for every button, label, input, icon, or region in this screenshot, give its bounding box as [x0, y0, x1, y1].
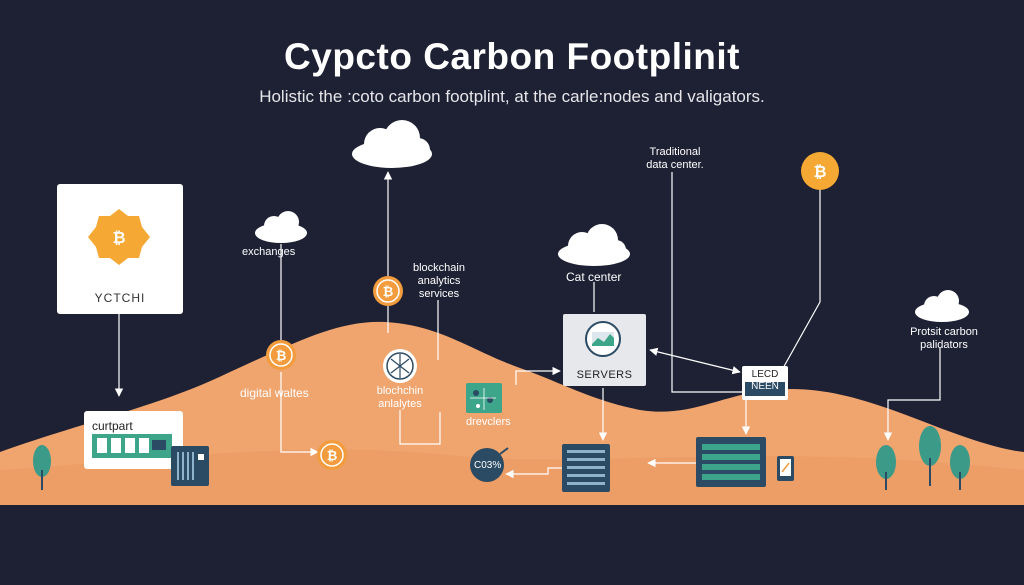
server-rack-icon — [562, 444, 610, 492]
circuit-board-icon — [466, 383, 502, 413]
server-monitor-icon — [585, 321, 621, 357]
page-title: Cypcto Carbon Footplinit — [284, 36, 740, 77]
ledger-terminal-icon — [696, 437, 766, 487]
connectors — [114, 171, 941, 479]
exchanges-label: exchanges — [242, 246, 296, 258]
svg-text:₿: ₿ — [112, 229, 125, 247]
svg-text:₿: ₿ — [327, 448, 338, 463]
page-subtitle: Holistic the :coto carbon footplint, at … — [259, 87, 765, 106]
bitcoin-icon: ₿ — [317, 440, 347, 470]
bitcoin-icon: ₿ — [266, 340, 296, 370]
cloud-icon — [255, 211, 307, 243]
phone-icon — [777, 456, 794, 481]
card-label: YCTCHI — [94, 291, 146, 305]
cloud-icon — [352, 120, 432, 168]
drevclers-label: drevclers — [466, 416, 511, 428]
bitcoin-icon: ₿ — [373, 276, 403, 306]
tree-icon — [33, 445, 51, 490]
arrow-protsit — [883, 348, 941, 441]
tree-icon — [876, 445, 896, 490]
line-traditional — [671, 172, 742, 393]
arrow-rack-left — [505, 467, 562, 479]
cat-center-label: Cat center — [566, 270, 622, 284]
tree-icon — [919, 426, 941, 486]
cloud-icon — [915, 290, 969, 322]
svg-text:₿: ₿ — [813, 163, 826, 181]
network-icon — [383, 349, 417, 383]
arrow-to-servers — [515, 366, 561, 385]
percent-label: C03% — [474, 460, 502, 471]
bitcoin-icon: ₿ — [801, 152, 839, 190]
arrow-to-bottom-coin — [280, 372, 319, 457]
ground-base — [0, 505, 1024, 585]
line-blockchin-down — [399, 410, 441, 445]
curtpart-label: curtpart — [92, 419, 133, 433]
hardware-wallet-icon — [171, 446, 209, 486]
tree-icon — [950, 445, 970, 490]
svg-text:₿: ₿ — [383, 284, 394, 299]
arrow-servers-leed — [649, 347, 741, 375]
servers-label: SERVERS — [576, 369, 633, 381]
bitcoin-badge-icon — [88, 209, 150, 265]
svg-text:₿: ₿ — [276, 348, 287, 363]
cloud-icon — [558, 224, 630, 266]
digital-waltes-label: digital waltes — [240, 386, 309, 400]
percent-node-icon — [470, 447, 509, 482]
line-leed-to-coin — [781, 188, 821, 371]
